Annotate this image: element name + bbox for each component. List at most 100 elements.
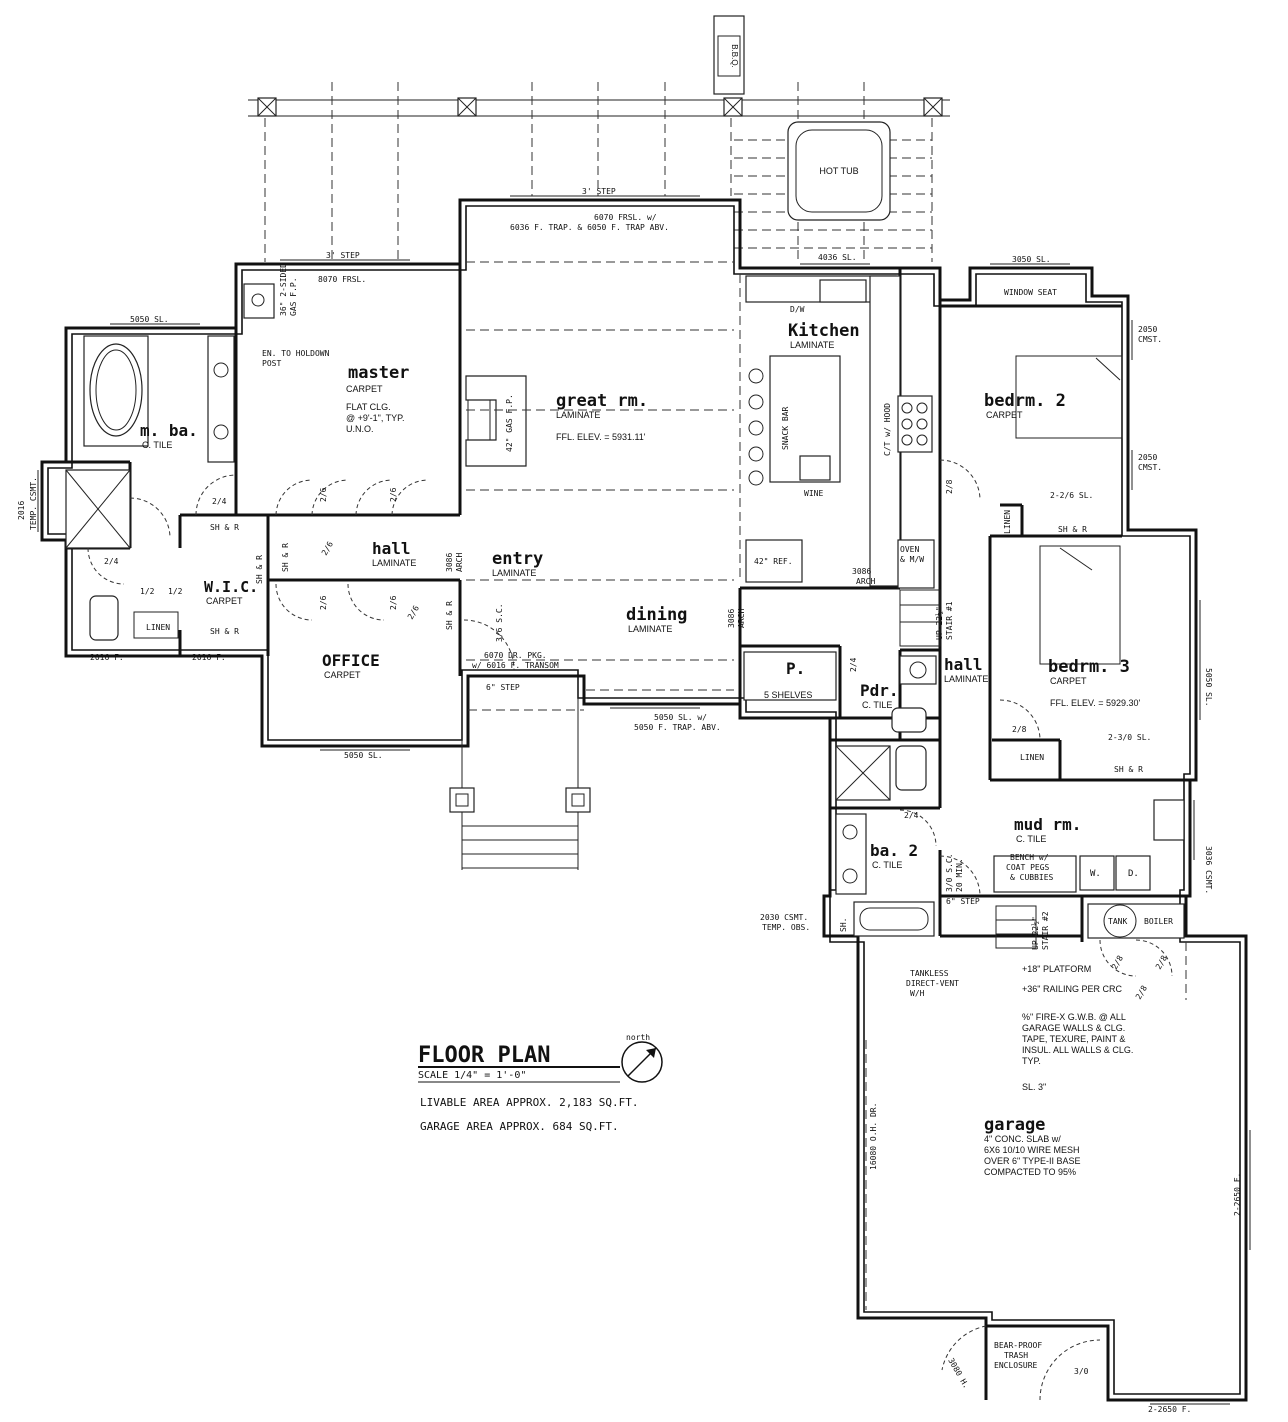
room-ba2-finish: C. TILE: [872, 860, 902, 870]
bench-label: BENCH w/: [1010, 853, 1049, 862]
door-26a-label: 2/6: [319, 487, 328, 502]
shower-label: SH.: [839, 918, 848, 932]
dishwasher-label: D/W: [790, 305, 805, 314]
room-bedrm3-finish: CARPET: [1050, 676, 1087, 686]
door-24a-label: 2/4: [212, 497, 227, 506]
door-26e-label: 2/6: [389, 595, 398, 610]
powder-fixtures: [891, 655, 937, 733]
bench-label2: COAT PEGS: [1006, 863, 1050, 872]
oven-label: OVEN: [900, 545, 919, 554]
room-kitchen-finish: LAMINATE: [790, 340, 834, 350]
title-block: FLOOR PLAN SCALE 1/4" = 1'-0" LIVABLE AR…: [418, 1043, 639, 1133]
cmst1-label: 2050: [1138, 325, 1157, 334]
hot-tub: HOT TUB: [787, 121, 891, 221]
north-arrow-icon: north: [621, 1033, 663, 1083]
room-mba-name: m. ba.: [140, 421, 198, 440]
step6-label: 6" STEP: [946, 897, 980, 906]
stair1-label2: STAIR #1: [945, 601, 954, 640]
tankless-label2: DIRECT-VENT: [906, 979, 959, 988]
shr5-label: SH & R: [445, 601, 454, 630]
hood-label: C/T w/ HOOD: [883, 403, 892, 456]
window-kitchen-label: 4036 SL.: [818, 253, 857, 262]
garage-spec-2: OVER 6" TYPE-II BASE: [984, 1156, 1081, 1166]
front-step-label: 6" STEP: [486, 683, 520, 692]
plan-scale: SCALE 1/4" = 1'-0": [418, 1070, 526, 1081]
garage-note-3: INSUL. ALL WALLS & CLG.: [1022, 1045, 1133, 1055]
door-12b-label: 1/2: [168, 587, 183, 596]
door-30-label: 3/0: [1074, 1367, 1089, 1376]
room-garage-name: garage: [984, 1115, 1045, 1135]
kitchen-fixtures: [745, 275, 935, 589]
garage-note-2: TAPE, TEXURE, PAINT &: [1022, 1034, 1125, 1044]
door-26f-label: 2/6: [406, 604, 421, 621]
shr-b2-label: SH & R: [1058, 525, 1087, 534]
shr2-label: SH & R: [210, 627, 239, 636]
room-labels: master CARPET FLAT CLG. @ +9'-1", TYP. U…: [140, 321, 1140, 1177]
room-hall-east-finish: LAMINATE: [944, 674, 988, 684]
room-great-name: great rm.: [556, 391, 648, 411]
boiler-label: BOILER: [1144, 917, 1173, 926]
bbq-label: B.B.Q.: [730, 44, 739, 68]
garage-slope: SL. 3": [1022, 1082, 1046, 1092]
arch-hall-label2: ARCH: [455, 553, 464, 572]
stair2-label2: STAIR #2: [1041, 911, 1050, 950]
front-door-label: 6070 DR. PKG.: [484, 651, 547, 660]
master-bath-fixtures: [65, 335, 235, 641]
door-12a-label: 1/2: [140, 587, 155, 596]
window-great-label: 6070 FRSL. w/: [594, 213, 657, 222]
shr3-label: SH & R: [255, 555, 264, 584]
window-great-label2: 6036 F. TRAP. & 6050 F. TRAP ABV.: [510, 223, 669, 232]
shr4-label: SH & R: [281, 543, 290, 572]
arch-hall-label: 3086: [445, 553, 454, 572]
tank-boiler: [1087, 903, 1185, 939]
door-swings: [87, 459, 1173, 1401]
exterior-walls: [40, 198, 1248, 1402]
garage-note-0: %" FIRE-X G.W.B. @ ALL: [1022, 1012, 1126, 1022]
wine-label: WINE: [804, 489, 823, 498]
stair2-label: UP 22½": [1030, 916, 1040, 950]
trash-label2: TRASH: [1004, 1351, 1028, 1360]
room-kitchen-name: Kitchen: [788, 321, 860, 341]
room-office-name: OFFICE: [322, 651, 380, 670]
arch-dining-label: 3086: [727, 609, 736, 628]
room-hall-west-name: hall: [372, 539, 411, 558]
master-fireplace: [243, 283, 275, 319]
bbq-grill: B.B.Q.: [713, 15, 745, 95]
washer-label: W.: [1090, 869, 1101, 879]
room-wic-finish: CARPET: [206, 596, 243, 606]
room-pantry-note: 5 SHELVES: [764, 690, 812, 700]
door-28d-label: 2/8: [1134, 984, 1149, 1001]
room-bedrm3-elev: FFL. ELEV. = 5929.30': [1050, 698, 1140, 708]
window-2016a-label: 2016 F.: [90, 653, 124, 662]
room-hall-east-name: hall: [944, 655, 983, 674]
linen-a-label: LINEN: [146, 623, 170, 632]
door-28-garage-label: 2/8: [1110, 954, 1125, 971]
garage-railing: +36" RAILING PER CRC: [1022, 984, 1122, 994]
cmst2-label2: CMST.: [1138, 463, 1162, 472]
north-label: north: [626, 1033, 650, 1042]
garage-spec-3: COMPACTED TO 95%: [984, 1167, 1076, 1177]
room-master-note2: @ +9'-1", TYP.: [346, 413, 405, 423]
mud-room-fixtures: [993, 799, 1185, 893]
annotation-labels: 3' STEP 6070 FRSL. w/ 6036 F. TRAP. & 60…: [17, 187, 1242, 1414]
step-master-label: 3' STEP: [326, 251, 360, 260]
room-hall-west-finish: LAMINATE: [372, 558, 416, 568]
temp-csmt-label: 2016: [17, 501, 26, 520]
room-wic-name: W.I.C.: [204, 578, 258, 596]
room-dining-name: dining: [626, 605, 687, 625]
tankless-label: TANKLESS: [910, 969, 949, 978]
room-pantry-name: P.: [786, 659, 805, 678]
trash-label: BEAR-PROOF: [994, 1341, 1042, 1350]
room-pdr-finish: C. TILE: [862, 700, 892, 710]
room-great-elev: FFL. ELEV. = 5931.11': [556, 432, 646, 442]
sc-front-label: 3/6 S.C.: [495, 603, 504, 642]
livable-area: LIVABLE AREA APPROX. 2,183 SQ.FT.: [420, 1096, 639, 1109]
window-seat-label: WINDOW SEAT: [1004, 288, 1057, 297]
door-226-label: 2-2/6 SL.: [1050, 491, 1093, 500]
garage-area: GARAGE AREA APPROX. 684 SQ.FT.: [420, 1120, 619, 1133]
sc-label: 3/0 S.C.: [945, 853, 954, 892]
dryer-label: D.: [1128, 869, 1139, 879]
garage-f2-label: 2-2650 F.: [1148, 1405, 1191, 1414]
hot-tub-label: HOT TUB: [819, 166, 858, 176]
